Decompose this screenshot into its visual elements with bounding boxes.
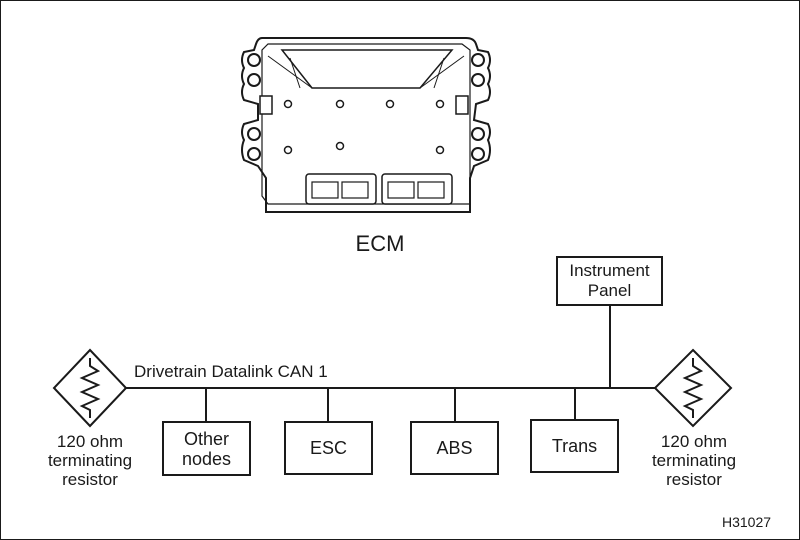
trans-box: Trans [530, 419, 619, 473]
ecm-module-drawing [241, 37, 491, 213]
left-resistor-line2: terminating [47, 451, 133, 470]
instrument-panel-line1: Instrument [569, 261, 650, 280]
ecm-label: ECM [355, 231, 405, 256]
instrument-panel-line2: Panel [587, 281, 632, 300]
instrument-panel-box: Instrument Panel [556, 256, 663, 306]
left-terminating-resistor-icon [52, 348, 128, 428]
figure-code: H31027 [722, 514, 772, 530]
bus-label: Drivetrain Datalink CAN 1 [134, 362, 328, 381]
other-nodes-line1: Other [183, 428, 230, 449]
right-resistor-caption: 120 ohm terminating resistor [644, 432, 744, 489]
right-resistor-line2: terminating [651, 451, 737, 470]
left-resistor-caption: 120 ohm terminating resistor [40, 432, 140, 489]
trans-label: Trans [551, 436, 598, 456]
abs-box: ABS [410, 421, 499, 475]
esc-label: ESC [309, 438, 347, 458]
right-resistor-line1: 120 ohm [660, 432, 728, 451]
right-resistor-line3: resistor [666, 470, 722, 489]
can-bus-wiring [126, 304, 655, 422]
left-resistor-line1: 120 ohm [56, 432, 124, 451]
abs-label: ABS [436, 438, 473, 458]
right-terminating-resistor-icon [653, 348, 733, 428]
other-nodes-line2: nodes [181, 448, 232, 469]
other-nodes-box: Other nodes [162, 421, 251, 476]
esc-box: ESC [284, 421, 373, 475]
left-resistor-line3: resistor [62, 470, 118, 489]
